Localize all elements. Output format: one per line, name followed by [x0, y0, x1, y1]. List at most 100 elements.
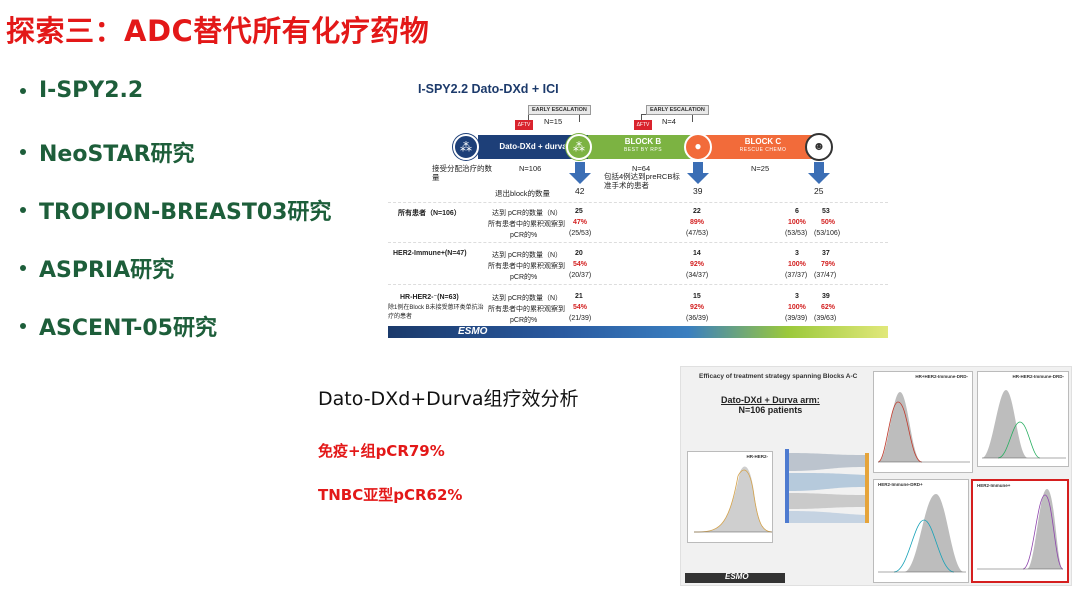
- n-block-b: N=64: [632, 164, 651, 173]
- slide-title: 探索三：ADC替代所有化疗药物: [6, 14, 430, 48]
- cell: 54%: [573, 304, 588, 311]
- cell: (39/39): [785, 315, 808, 322]
- exit-a: 42: [575, 186, 585, 196]
- analysis-heading: Dato-DXd+Durva组疗效分析: [318, 388, 579, 410]
- esmo-logo: ESMO: [725, 572, 749, 581]
- bullet-ispy: I-SPY2.2: [20, 78, 143, 103]
- orange-curve: [693, 469, 773, 533]
- cell: 47%: [573, 219, 588, 226]
- gray-density: [982, 390, 1028, 458]
- block-c-sub: RESCUE CHEMO: [739, 147, 787, 153]
- cell: (53/106): [814, 230, 841, 237]
- block-c-label: BLOCK C: [744, 137, 782, 146]
- bullet-neostar: NeoSTAR研究: [20, 136, 195, 168]
- exit-b: 39: [693, 186, 703, 196]
- cell: 3: [795, 293, 799, 300]
- bullet-aspria: ASPRIA研究: [20, 252, 174, 284]
- efficacy-figure: Efficacy of treatment strategy spanning …: [680, 366, 1072, 586]
- bullet-dot: [20, 87, 26, 94]
- cell: (37/37): [785, 272, 808, 279]
- cell: (25/53): [569, 230, 592, 237]
- escalation-label-1: EARLY ESCALATION: [528, 105, 591, 115]
- row-label: 所有患者中的累积观察到: [488, 221, 565, 228]
- sankey-diagram: [785, 449, 869, 523]
- row-group-label: HER2-Immune+(N=47): [393, 250, 467, 257]
- bullet-label: I-SPY2.2: [39, 78, 144, 103]
- efficacy-title: Efficacy of treatment strategy spanning …: [699, 373, 858, 380]
- tnbc-pcr-text: TNBC亚型pCR62%: [318, 486, 463, 504]
- row-label: pCR的%: [510, 317, 538, 324]
- surgeon-icon: ☻: [805, 133, 833, 161]
- cell: (53/53): [785, 230, 808, 237]
- bullet-label: NeoSTAR研究: [39, 142, 195, 167]
- gray-density: [1027, 489, 1063, 569]
- cell: 100%: [788, 304, 806, 311]
- cell: 62%: [821, 304, 836, 311]
- bullet-label: ASPRIA研究: [39, 258, 175, 283]
- down-arrow-icon: [808, 162, 830, 184]
- immune-pcr-text: 免疫+组pCR79%: [318, 442, 445, 460]
- cell: (37/47): [814, 272, 837, 279]
- cell: 92%: [690, 261, 705, 268]
- bullet-label: ASCENT-05研究: [39, 316, 217, 341]
- panel-label: HER2-Immune+: [977, 483, 1011, 488]
- assigned-label: 接受分配治疗的数量: [432, 164, 492, 182]
- block-b-sub: BEST BY RPS: [623, 147, 663, 153]
- density-panel-hr-minus: HR-HER2-Immune-DRD-: [977, 371, 1069, 467]
- red-curve: [877, 401, 923, 463]
- teal-curve: [893, 519, 955, 573]
- sankey-flow: [789, 493, 865, 509]
- dtv-badge-2: ΔFTV: [634, 120, 652, 130]
- gray-density: [694, 466, 772, 532]
- row-label: pCR的%: [510, 232, 538, 239]
- cell: (39/63): [814, 315, 837, 322]
- cell: 89%: [690, 219, 705, 226]
- purple-curve: [1022, 494, 1064, 570]
- cell: 14: [693, 250, 701, 257]
- bullet-dot: [20, 207, 26, 213]
- cell: (34/37): [686, 272, 709, 279]
- cell: 39: [822, 293, 830, 300]
- table-divider: [388, 242, 888, 243]
- escalation-label-2: EARLY ESCALATION: [646, 105, 709, 115]
- density-plot: [977, 489, 1064, 570]
- density-plot: [878, 494, 966, 573]
- cell: (36/39): [686, 315, 709, 322]
- escalation-n-2: N=4: [662, 117, 676, 126]
- row-group-label: 所有患者（N=106）: [398, 210, 461, 217]
- cell: (20/37): [569, 272, 592, 279]
- density-panel-hr-plus: HR+HER2-Immune-DRD-: [873, 371, 973, 473]
- gray-density: [878, 392, 922, 462]
- density-panel-her2-drd: HER2-Immune-DRD+: [873, 479, 969, 583]
- bullet-dot: [20, 265, 26, 271]
- row-label: pCR的%: [510, 274, 538, 281]
- row-group-label: HR-HER2-⁻(N=63): [400, 294, 459, 301]
- table-divider: [388, 284, 888, 285]
- exit-label: 退出block的数量: [495, 189, 551, 198]
- cell: 79%: [821, 261, 836, 268]
- row-group-note: 除1例在Block B未接受蒽环类单抗治疗的患者: [388, 305, 484, 320]
- row-label: 所有患者中的累积观察到: [488, 306, 565, 313]
- sankey-node: [785, 449, 789, 523]
- density-plot: [693, 466, 773, 533]
- down-arrow-icon: [687, 162, 709, 184]
- bullet-tropion: TROPION-BREAST03研究: [20, 194, 331, 226]
- density-panel-hr-her2: HR-HER2-: [687, 451, 773, 543]
- cell: (47/53): [686, 230, 709, 237]
- panel-label: HER2-Immune-DRD+: [878, 482, 923, 487]
- density-plot: [982, 390, 1066, 459]
- block-b-label: BLOCK B: [624, 137, 662, 146]
- green-curve: [997, 421, 1041, 459]
- exit-c: 25: [814, 186, 824, 196]
- figure-title: I-SPY2.2 Dato-DXd + ICI: [418, 82, 559, 96]
- panel-label: HR+HER2-Immune-DRD-: [915, 374, 968, 379]
- escalation-n-1: N=15: [544, 117, 563, 126]
- cell: 53: [822, 208, 830, 215]
- cell: 22: [693, 208, 701, 215]
- density-panel-her2-immune: HER2-Immune+: [971, 479, 1069, 583]
- bullet-label: TROPION-BREAST03研究: [39, 200, 332, 225]
- arm-title: Dato-DXd + Durva arm:: [721, 395, 820, 405]
- n-block-a: N=106: [519, 164, 542, 173]
- bullet-dot: [20, 149, 26, 155]
